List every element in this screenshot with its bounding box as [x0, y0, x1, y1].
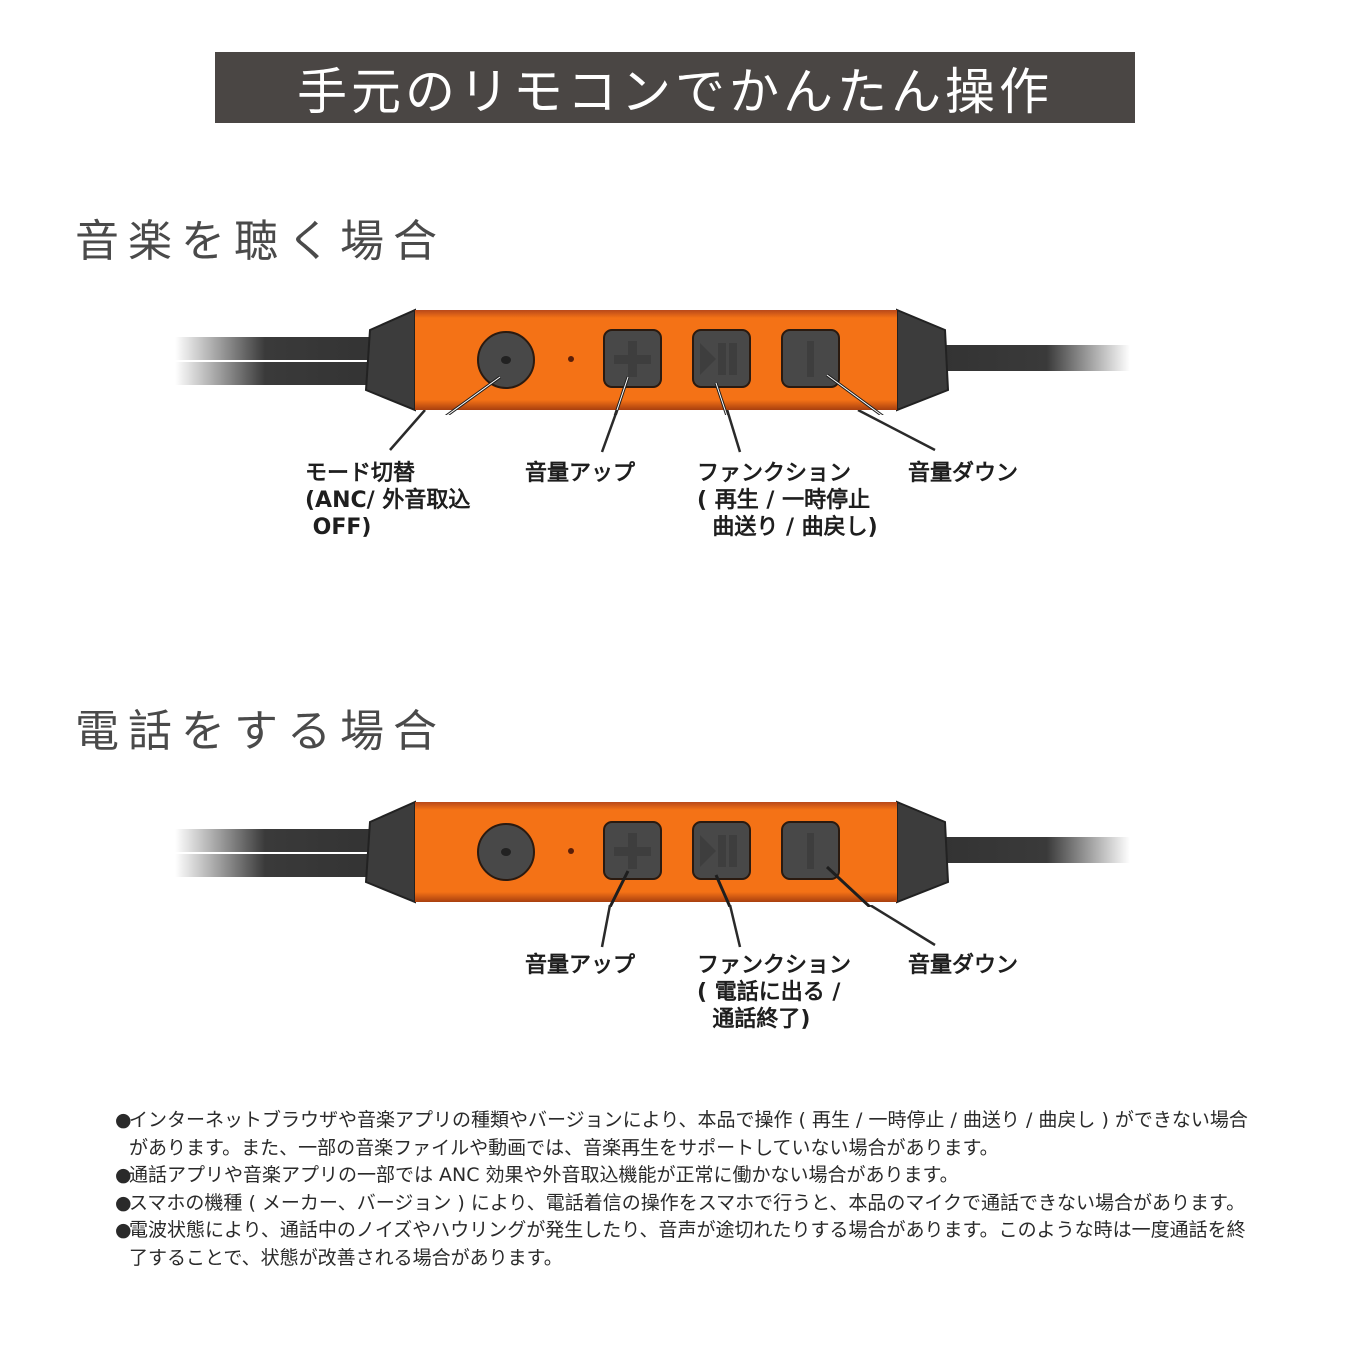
microphone-hole-icon — [568, 848, 574, 854]
notes-list: ● インターネットブラウザや音楽アプリの種類やバージョンにより、本品で操作 ( … — [115, 1107, 1255, 1272]
right-cable — [945, 837, 1130, 863]
mode-button-icon[interactable] — [477, 331, 535, 389]
label-function: ファンクション ( 電話に出る / 通話終了) — [697, 953, 852, 1032]
banner-title: 手元のリモコンでかんたん操作 — [297, 62, 1053, 121]
plus-icon[interactable] — [603, 329, 662, 388]
bullet-icon: ● — [115, 1219, 132, 1241]
note-item: ● 電波状態により、通話中のノイズやハウリングが発生したり、音声が途切れたりする… — [115, 1217, 1255, 1272]
label-volume-down: 音量ダウン — [908, 461, 1019, 486]
right-cable — [945, 345, 1130, 371]
microphone-hole-icon — [568, 356, 574, 362]
label-function: ファンクション ( 再生 / 一時停止 曲送り / 曲戻し) — [697, 461, 878, 540]
left-cable — [175, 337, 375, 385]
right-cap — [896, 308, 950, 412]
label-volume-up: 音量アップ — [525, 953, 636, 978]
page-banner: 手元のリモコンでかんたん操作 — [215, 52, 1135, 123]
remote-diagram-music — [170, 305, 1130, 415]
left-cap — [364, 308, 416, 412]
bullet-icon: ● — [115, 1191, 132, 1214]
minus-icon[interactable] — [781, 821, 840, 880]
mode-button-icon[interactable] — [477, 823, 535, 881]
callout-lines — [608, 865, 872, 907]
note-text: スマホの機種 ( メーカー、バージョン ) により、電話着信の操作をスマホで行う… — [129, 1191, 1246, 1214]
left-cable — [175, 829, 375, 877]
plus-icon[interactable] — [603, 821, 662, 880]
label-volume-up: 音量アップ — [525, 461, 636, 486]
note-item: ● インターネットブラウザや音楽アプリの種類やバージョンにより、本品で操作 ( … — [115, 1107, 1255, 1162]
note-text: 通話アプリや音楽アプリの一部では ANC 効果や外音取込機能が正常に働かない場合… — [129, 1164, 959, 1186]
bullet-icon: ● — [115, 1164, 132, 1186]
label-volume-down: 音量ダウン — [908, 953, 1019, 978]
music-section-title: 音楽を聴く場合 — [75, 216, 446, 267]
note-item: ● スマホの機種 ( メーカー、バージョン ) により、電話着信の操作をスマホで… — [115, 1190, 1255, 1218]
remote-diagram-call — [170, 797, 1130, 907]
note-text: 電波状態により、通話中のノイズやハウリングが発生したり、音声が途切れたりする場合… — [129, 1219, 1246, 1269]
bullet-icon: ● — [115, 1109, 132, 1131]
call-section-title: 電話をする場合 — [75, 706, 446, 757]
play-pause-icon[interactable] — [692, 329, 751, 388]
minus-icon[interactable] — [781, 329, 840, 388]
note-item: ● 通話アプリや音楽アプリの一部では ANC 効果や外音取込機能が正常に働かない… — [115, 1162, 1255, 1190]
note-text: インターネットブラウザや音楽アプリの種類やバージョンにより、本品で操作 ( 再生… — [129, 1109, 1248, 1159]
label-mode-switch: モード切替 (ANC/ 外音取込 OFF) — [305, 461, 471, 540]
right-cap — [896, 800, 950, 904]
left-cap — [364, 800, 416, 904]
play-pause-icon[interactable] — [692, 821, 751, 880]
